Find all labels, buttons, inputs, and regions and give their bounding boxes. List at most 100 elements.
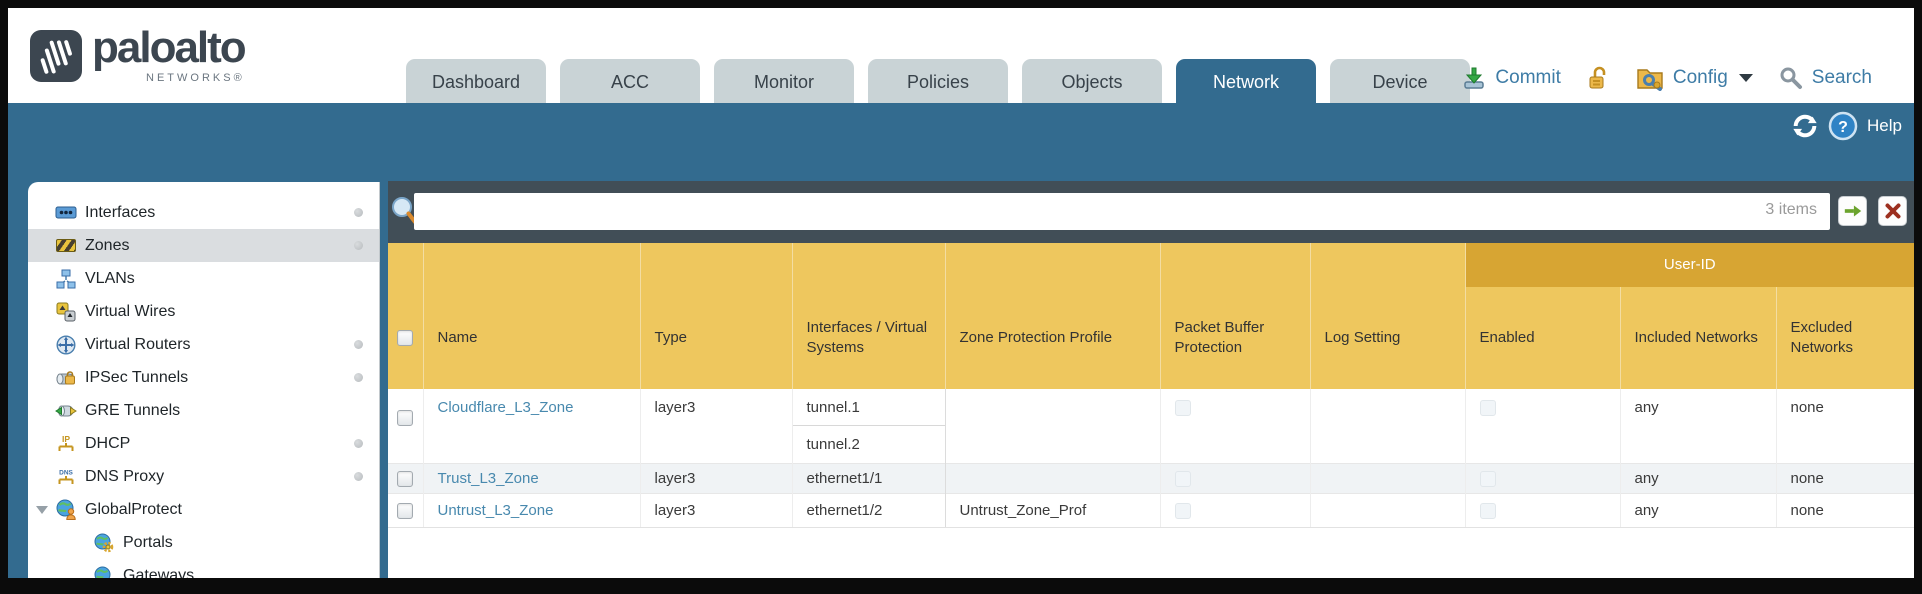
red-x-icon — [1885, 203, 1900, 219]
zones-table: Name Type Interfaces / Virtual Systems Z… — [388, 243, 1914, 528]
svg-text:IP: IP — [62, 434, 70, 444]
sidebar-item-globalprotect[interactable]: GlobalProtect — [28, 493, 379, 526]
paloalto-logo: paloalto NETWORKS® — [30, 22, 247, 84]
col-header-log-setting[interactable]: Log Setting — [1310, 243, 1466, 389]
config-menu-button[interactable]: Config — [1672, 67, 1728, 88]
packet-buffer-checkbox[interactable] — [1174, 503, 1191, 520]
enabled-checkbox[interactable] — [1479, 400, 1496, 417]
sidebar-item-interfaces[interactable]: Interfaces — [28, 196, 379, 229]
tab-policies[interactable]: Policies — [868, 59, 1008, 103]
sidebar-item-vlans[interactable]: VLANs — [28, 262, 379, 295]
excluded-networks-cell: none — [1776, 389, 1914, 464]
tab-acc[interactable]: ACC — [560, 59, 700, 103]
help-icon[interactable]: ? — [1828, 111, 1858, 141]
packet-buffer-checkbox[interactable] — [1174, 471, 1191, 488]
included-networks-cell: any — [1620, 389, 1777, 464]
table-header: Name Type Interfaces / Virtual Systems Z… — [388, 243, 1914, 389]
status-dot — [354, 208, 363, 217]
tab-dashboard[interactable]: Dashboard — [406, 59, 546, 103]
filter-bar: 3 items — [388, 181, 1914, 243]
row-select-cell — [388, 463, 424, 494]
zone-interfaces-cell: tunnel.1 tunnel.2 — [791, 389, 946, 464]
search-button[interactable]: Search — [1811, 67, 1872, 88]
sidebar-item-ipsec-tunnels[interactable]: IPSec Tunnels — [28, 361, 379, 394]
sidebar-item-zones[interactable]: Zones — [28, 229, 379, 262]
packet-buffer-checkbox[interactable] — [1174, 400, 1191, 417]
filter-input-wrap: 3 items — [414, 193, 1830, 230]
brand-subtitle: NETWORKS® — [146, 72, 245, 84]
sidebar-item-virtual-routers[interactable]: Virtual Routers — [28, 328, 379, 361]
row-select-cell — [388, 493, 424, 528]
sidebar-item-label: Zones — [85, 236, 130, 254]
interfaces-icon — [54, 206, 78, 220]
select-all-cell — [388, 243, 424, 389]
zone-type-cell: layer3 — [640, 463, 793, 494]
zone-name-link[interactable]: Trust_L3_Zone — [437, 470, 539, 487]
zone-interfaces-cell: ethernet1/2 — [791, 493, 946, 528]
apply-filter-button[interactable] — [1838, 196, 1867, 226]
paloalto-logo-icon — [30, 30, 82, 82]
included-networks-cell: any — [1620, 493, 1777, 528]
zone-name-link[interactable]: Cloudflare_L3_Zone — [437, 399, 574, 416]
search-icon[interactable] — [1779, 66, 1803, 90]
col-header-name[interactable]: Name — [423, 243, 641, 389]
col-group-user-id: User-ID — [1465, 243, 1914, 287]
col-header-packet-buffer-protection[interactable]: Packet Buffer Protection — [1160, 243, 1311, 389]
sidebar-item-label: Virtual Wires — [85, 302, 176, 320]
interface-entry: ethernet1/1 — [806, 470, 883, 487]
col-header-type[interactable]: Type — [640, 243, 793, 389]
zone-protection-profile-cell: Untrust_Zone_Prof — [945, 493, 1161, 528]
col-header-included-networks[interactable]: Included Networks — [1620, 287, 1777, 389]
commit-button[interactable]: Commit — [1495, 67, 1561, 88]
row-checkbox[interactable] — [397, 503, 414, 520]
enabled-checkbox[interactable] — [1479, 503, 1496, 520]
col-header-enabled[interactable]: Enabled — [1465, 287, 1621, 389]
config-caret-icon[interactable] — [1738, 74, 1753, 82]
clear-filter-button[interactable] — [1878, 196, 1907, 226]
tab-objects[interactable]: Objects — [1022, 59, 1162, 103]
dhcp-icon: IP — [54, 434, 78, 454]
sidebar-item-dhcp[interactable]: IP DHCP — [28, 427, 379, 460]
col-header-zone-protection-profile[interactable]: Zone Protection Profile — [945, 243, 1161, 389]
sidebar-item-label: GRE Tunnels — [85, 401, 181, 419]
filter-input[interactable] — [415, 194, 1829, 229]
tab-network[interactable]: Network — [1176, 59, 1316, 103]
user-id-enabled-cell — [1465, 389, 1621, 464]
row-checkbox[interactable] — [397, 471, 414, 488]
sidebar-item-portals[interactable]: Portals — [28, 526, 379, 559]
log-setting-cell — [1310, 493, 1466, 528]
refresh-icon[interactable] — [1791, 112, 1819, 140]
sidebar-item-gre-tunnels[interactable]: GRE Tunnels — [28, 394, 379, 427]
ipsec-tunnels-icon — [54, 369, 78, 387]
zone-interfaces-cell: ethernet1/1 — [791, 463, 946, 494]
zone-name-cell: Untrust_L3_Zone — [423, 493, 641, 528]
config-icon[interactable] — [1636, 65, 1664, 91]
row-checkbox[interactable] — [397, 410, 414, 427]
row-select-cell — [388, 389, 424, 464]
col-header-interfaces[interactable]: Interfaces / Virtual Systems — [792, 243, 946, 389]
collapse-triangle-icon[interactable] — [36, 506, 48, 514]
zones-main-pane: 3 items — [388, 181, 1914, 578]
svg-text:DNS: DNS — [59, 469, 73, 476]
interface-entry: tunnel.1 — [792, 389, 945, 426]
status-dot — [354, 373, 363, 382]
network-sidebar: Interfaces Zones VLANs Virtual Wires — [28, 182, 380, 578]
help-button[interactable]: Help — [1867, 116, 1902, 135]
sidebar-item-dns-proxy[interactable]: DNS DNS Proxy — [28, 460, 379, 493]
sidebar-item-gateways[interactable]: Gateways — [28, 559, 379, 578]
dns-proxy-icon: DNS — [54, 467, 78, 487]
zone-name-link[interactable]: Untrust_L3_Zone — [437, 502, 554, 519]
col-header-excluded-networks[interactable]: Excluded Networks — [1776, 287, 1914, 389]
sidebar-item-label: DHCP — [85, 434, 131, 452]
included-networks-cell: any — [1620, 463, 1777, 494]
commit-icon[interactable] — [1462, 66, 1486, 90]
user-id-enabled-cell — [1465, 463, 1621, 494]
filter-search-icon[interactable] — [391, 196, 417, 226]
tab-monitor[interactable]: Monitor — [714, 59, 854, 103]
enabled-checkbox[interactable] — [1479, 471, 1496, 488]
lock-icon[interactable] — [1587, 66, 1610, 91]
sidebar-item-virtual-wires[interactable]: Virtual Wires — [28, 295, 379, 328]
tab-device[interactable]: Device — [1330, 59, 1470, 103]
zone-name-cell: Trust_L3_Zone — [423, 463, 641, 494]
select-all-checkbox[interactable] — [397, 329, 414, 346]
